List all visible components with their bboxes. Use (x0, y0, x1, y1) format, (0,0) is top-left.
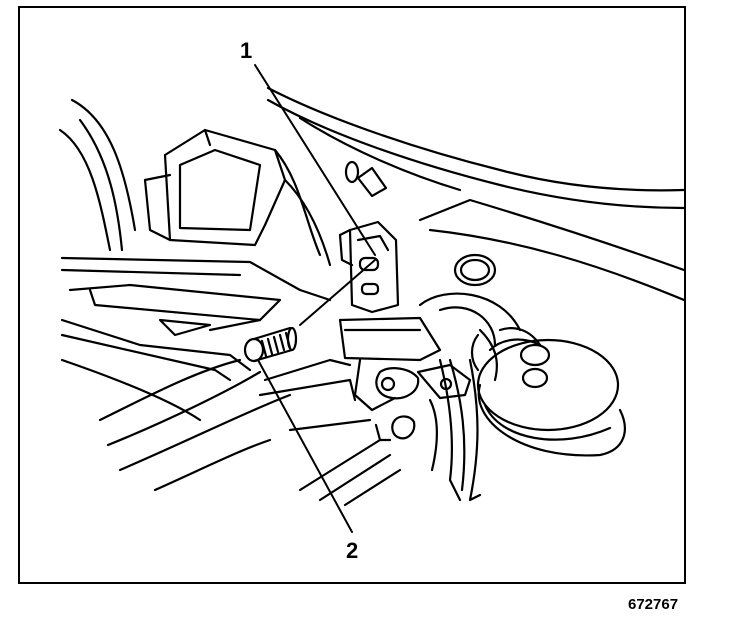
upper-panel (266, 86, 684, 302)
leader-lines (254, 64, 376, 533)
left-shell (58, 98, 137, 252)
figure-number: 672767 (628, 596, 679, 613)
lower-rail (60, 256, 332, 492)
lower-beams (258, 358, 402, 507)
horn (418, 292, 626, 457)
hinge-plate (338, 220, 400, 314)
callout-2-label: 2 (346, 538, 359, 563)
housing (143, 128, 332, 267)
striker-bracket (338, 316, 472, 442)
bolt (243, 326, 298, 363)
callout-1-label: 1 (240, 38, 253, 63)
wires (428, 328, 498, 502)
